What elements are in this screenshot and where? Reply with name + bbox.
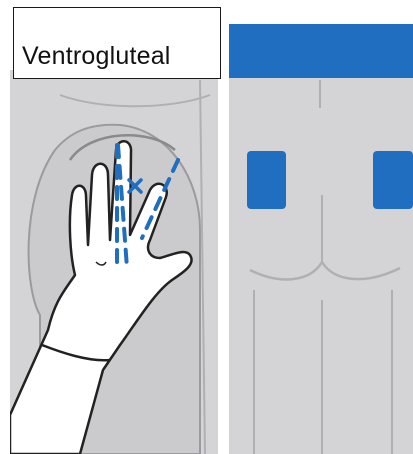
side-view-panel <box>10 70 218 454</box>
right-injection-area <box>373 151 413 209</box>
waistband <box>229 24 413 78</box>
left-injection-area <box>247 151 286 209</box>
site-label: Ventrogluteal <box>22 42 171 71</box>
back-view-panel <box>229 24 413 454</box>
